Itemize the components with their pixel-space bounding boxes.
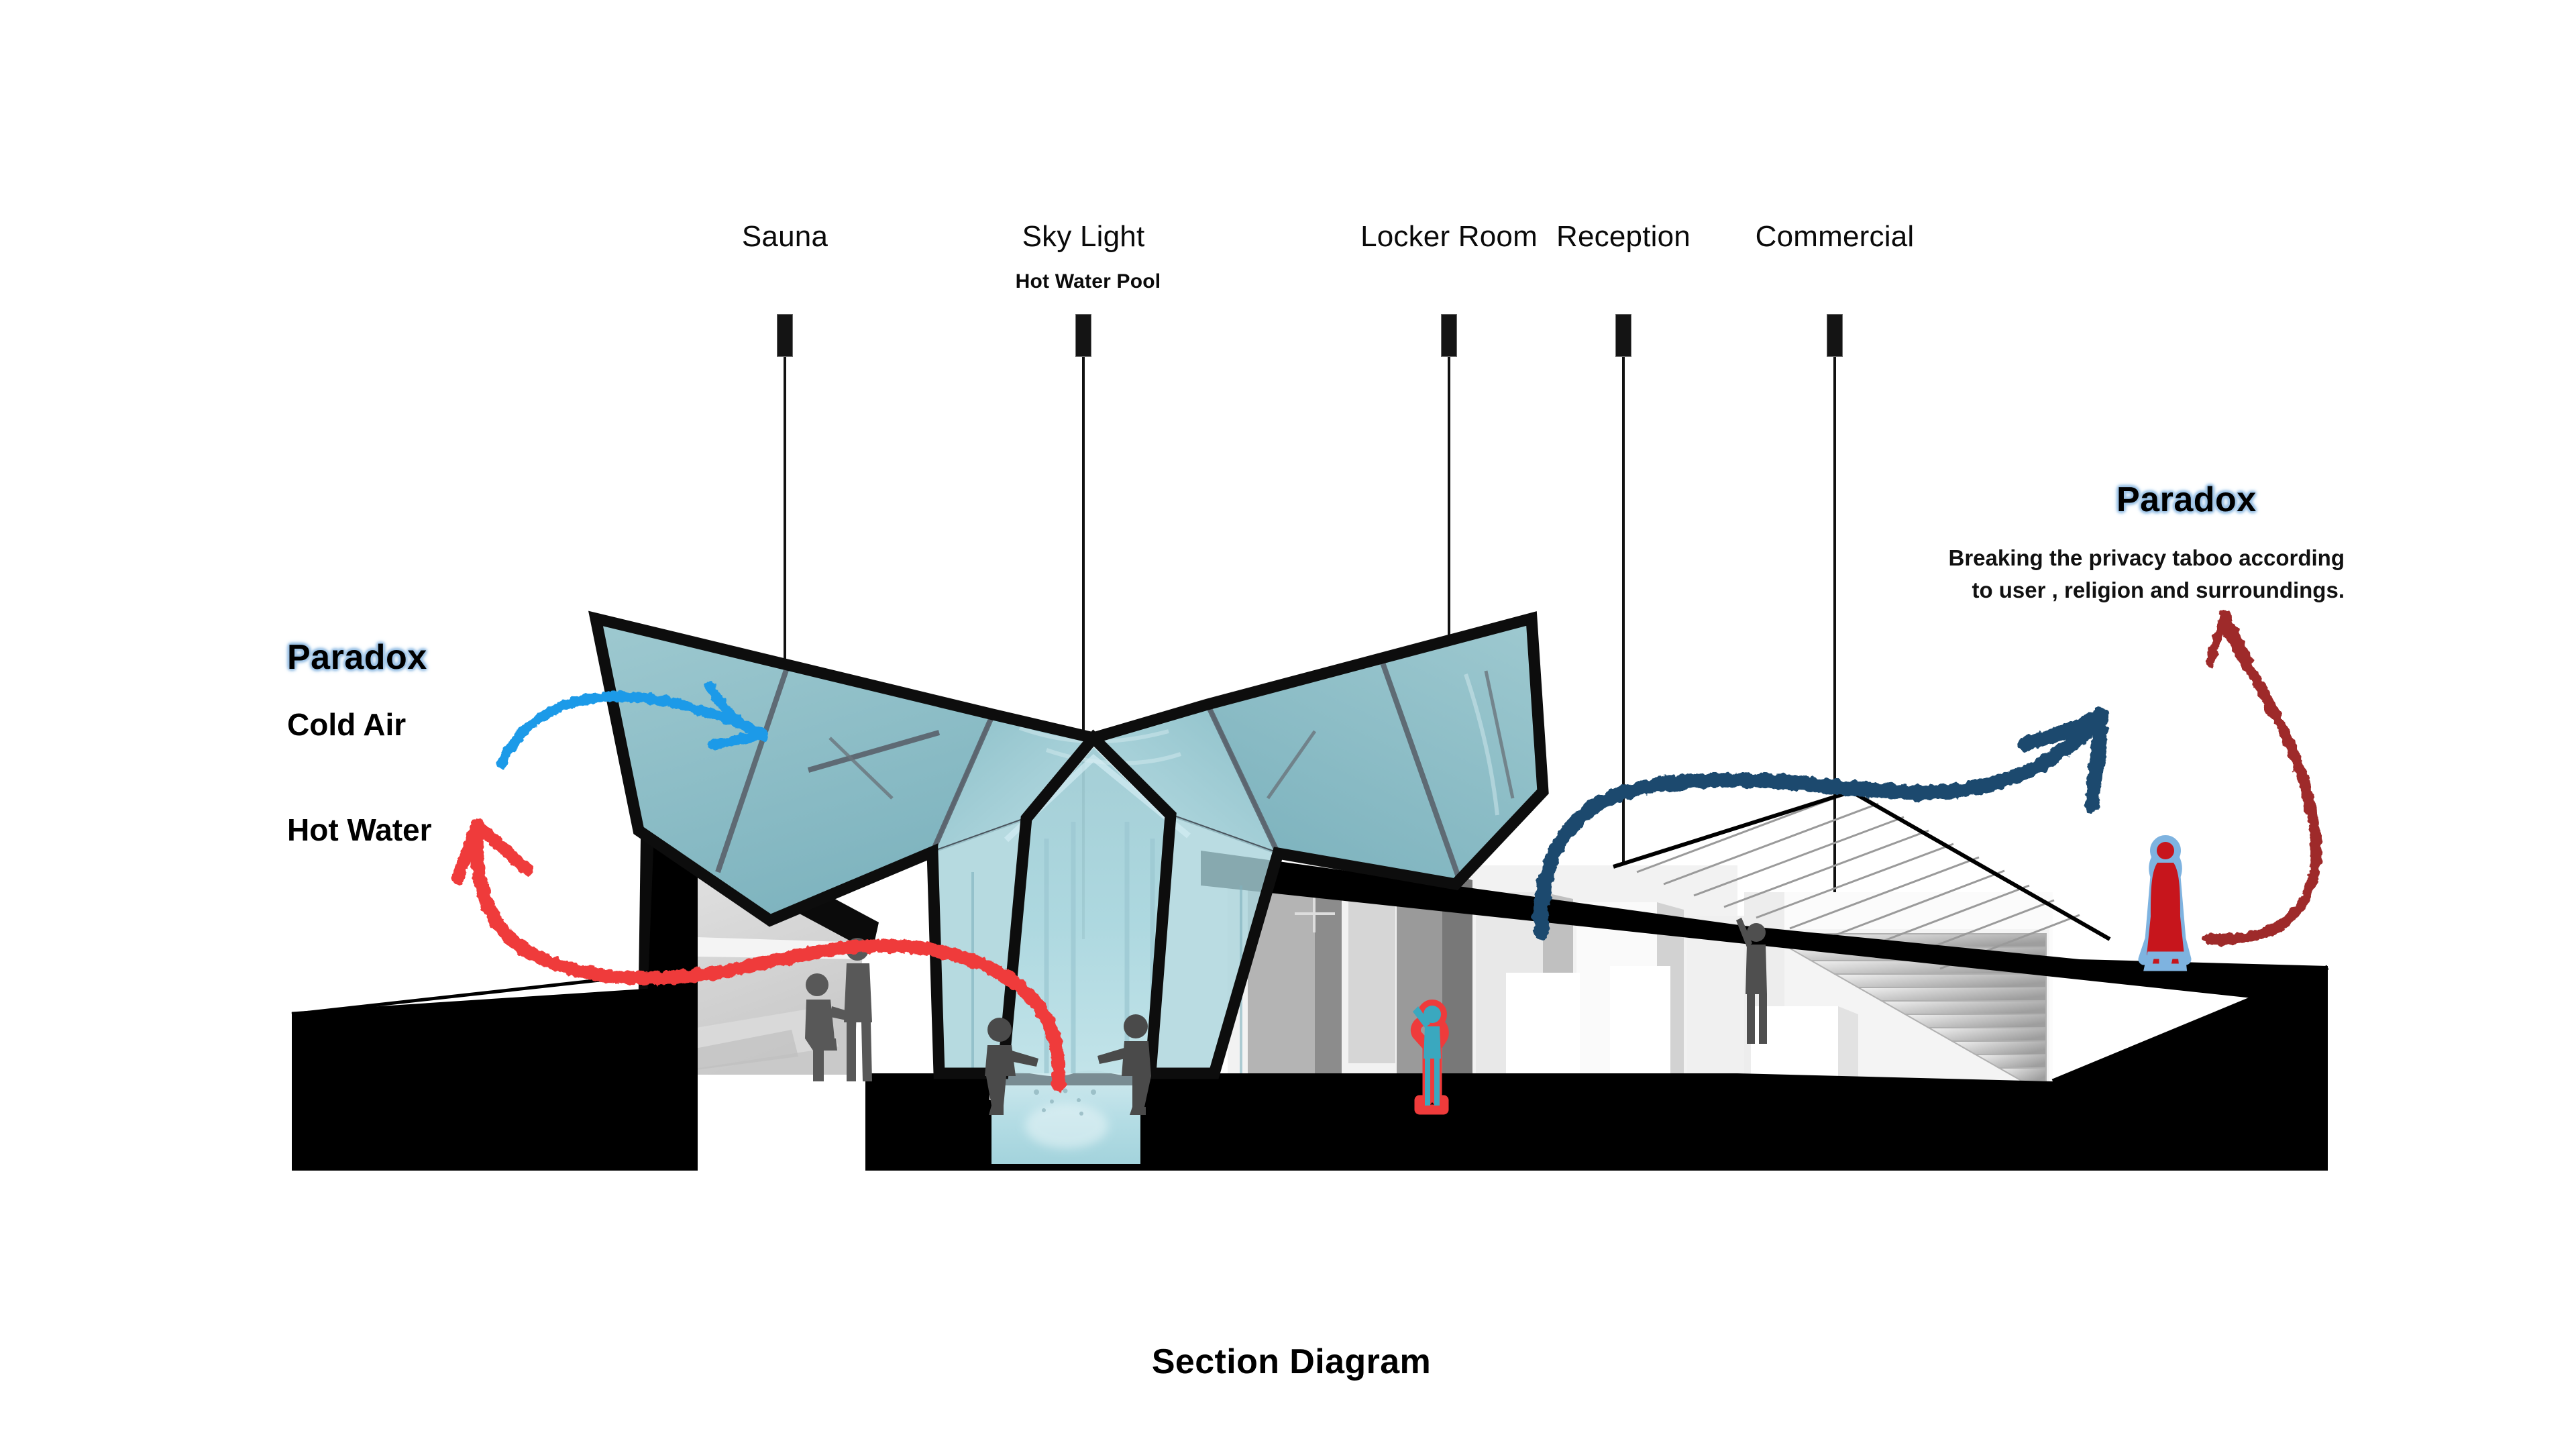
human-figures bbox=[805, 835, 2192, 1115]
callout-label-locker-room: Locker Room bbox=[1360, 220, 1538, 253]
pool-bather-left bbox=[985, 1018, 1038, 1115]
sauna-volume bbox=[637, 818, 879, 1080]
callout-label-reception: Reception bbox=[1556, 220, 1690, 253]
callout-leader-lines bbox=[784, 356, 1836, 966]
cold-air-arrow bbox=[496, 680, 769, 769]
circulation-arrow bbox=[2202, 610, 2322, 945]
sauna-seated-figure bbox=[805, 973, 859, 1081]
pool-bather-right bbox=[1097, 1014, 1151, 1115]
callout-sublabel-hot-water-pool: Hot Water Pool bbox=[1015, 270, 1161, 292]
callout-tick-reception bbox=[1615, 314, 1631, 357]
callout-tick-locker-room bbox=[1441, 314, 1457, 357]
robed-figure-outside bbox=[2138, 835, 2192, 971]
callout-tick-sauna bbox=[777, 314, 793, 357]
cold-air-label: Cold Air bbox=[287, 707, 407, 742]
roof-underside-hatch bbox=[1636, 790, 2080, 970]
locker-room-figure bbox=[1411, 1000, 1449, 1115]
glass-canopy bbox=[588, 610, 1549, 1079]
hot-water-arrow-pool bbox=[771, 938, 1066, 1092]
hot-water-arrow-left bbox=[451, 818, 785, 985]
page-title: Section Diagram bbox=[1151, 1342, 1432, 1381]
paradox-label-left: Paradox bbox=[287, 638, 427, 677]
commercial-stair-hall bbox=[1613, 789, 2111, 1087]
reception-locker-interior bbox=[1228, 865, 1744, 1087]
sauna-standing-figure bbox=[844, 938, 872, 1081]
grand-stair bbox=[1784, 929, 2049, 1087]
hot-water-label: Hot Water bbox=[287, 812, 432, 847]
callout-label-sky-light: Sky Light bbox=[1022, 220, 1145, 253]
ground-mass bbox=[291, 818, 2329, 1171]
commercial-roof-outline bbox=[1613, 789, 2111, 941]
callout-tick-commercial bbox=[1827, 314, 1843, 357]
callout-tick-sky-light bbox=[1075, 314, 1091, 357]
paradox-description: Breaking the privacy taboo according to … bbox=[1915, 542, 2345, 606]
paradox-label-right: Paradox bbox=[2116, 480, 2257, 519]
paradox-description-line2: to user , religion and surroundings. bbox=[1972, 577, 2345, 602]
paradox-description-line1: Breaking the privacy taboo according bbox=[1948, 545, 2345, 570]
callout-label-sauna: Sauna bbox=[741, 220, 828, 253]
commercial-stair-figure bbox=[1736, 918, 1767, 1044]
ventilation-arrow bbox=[1534, 708, 2108, 940]
callout-label-commercial: Commercial bbox=[1755, 220, 1915, 253]
hot-water-pool-basin bbox=[991, 1070, 1140, 1164]
